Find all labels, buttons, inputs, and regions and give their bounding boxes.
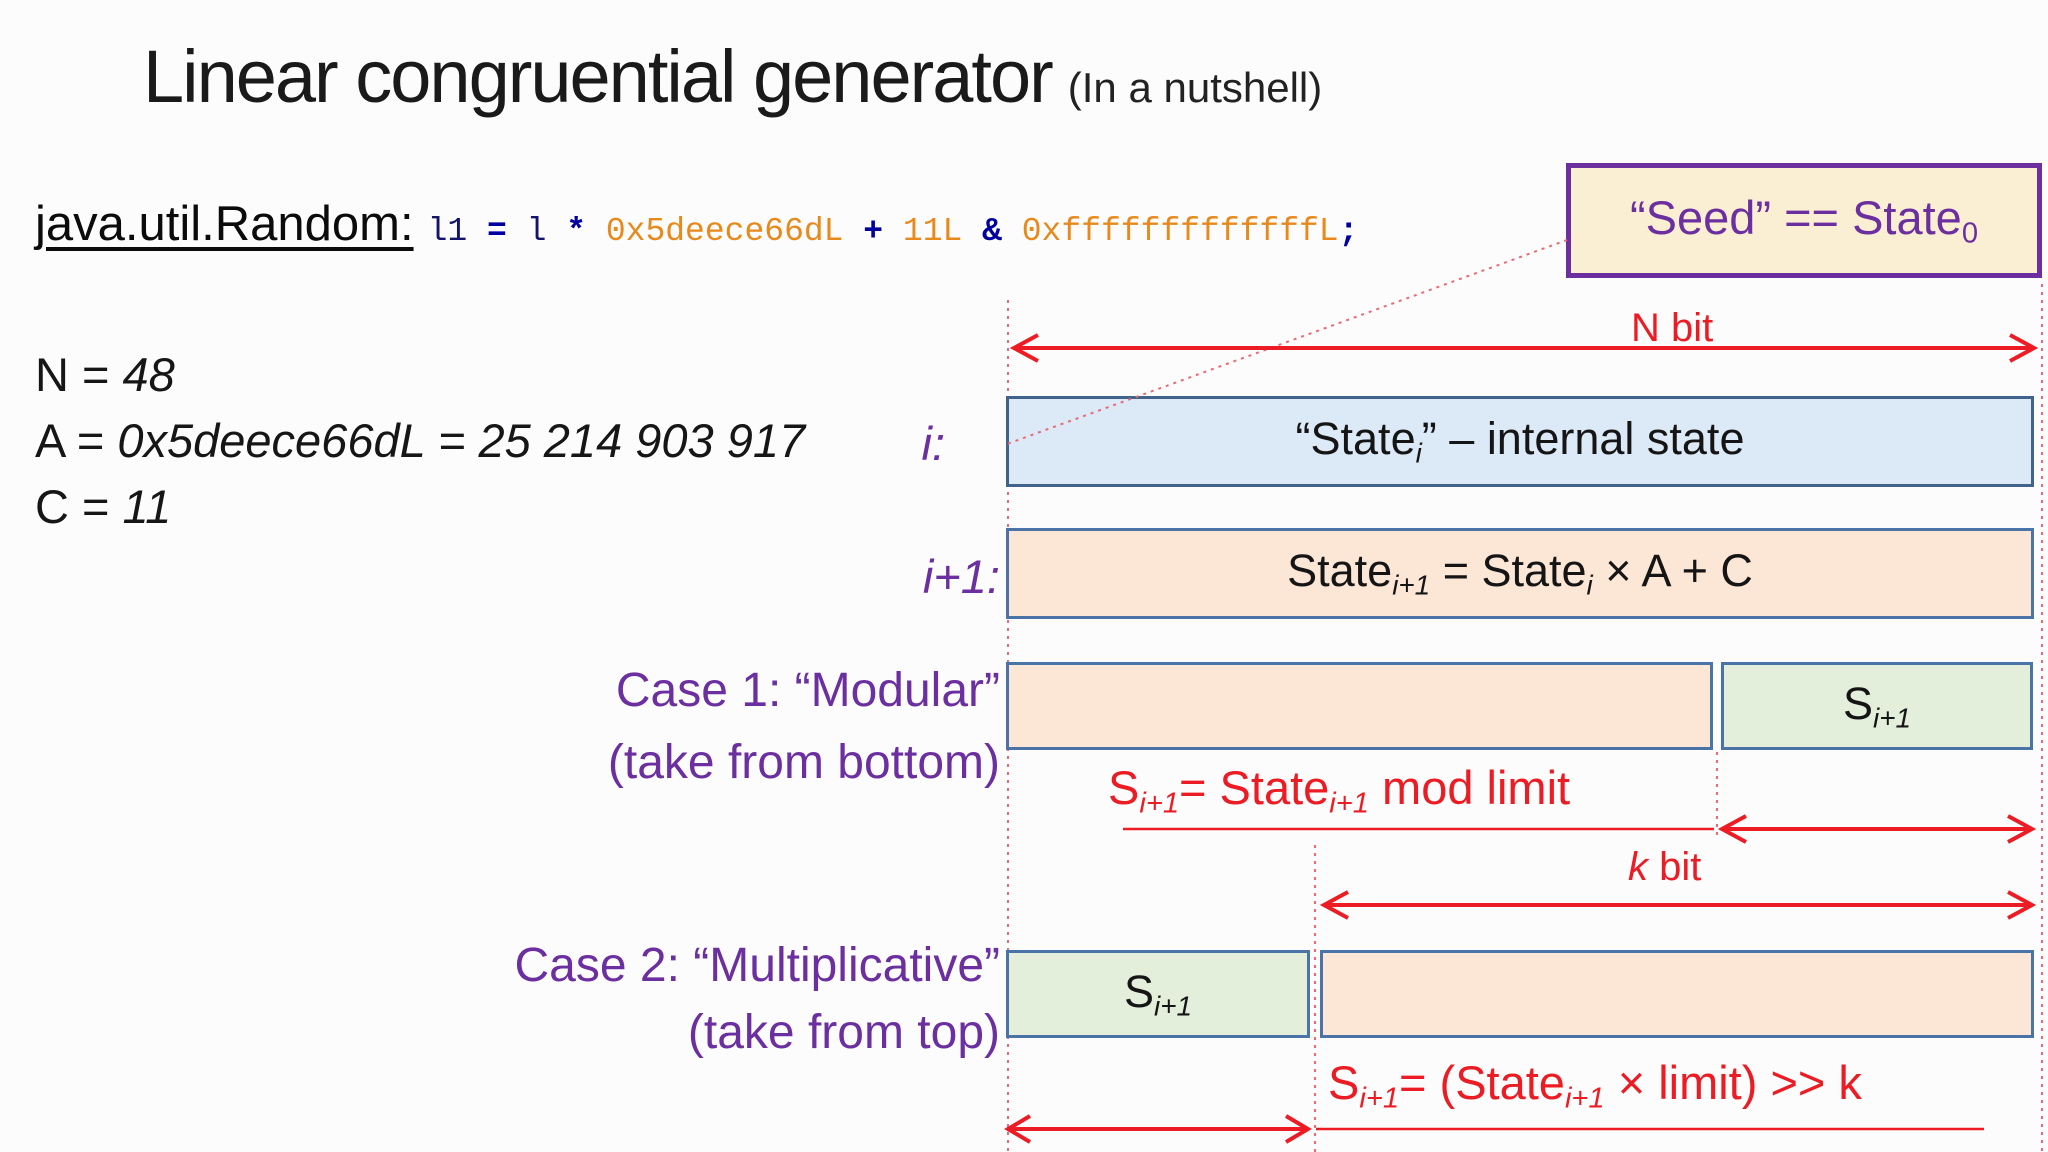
modular-formula: Si+1= Statei+1 mod limit (1108, 761, 1571, 820)
case1-output-label: Si+1 (1842, 677, 1911, 734)
code-token: * (546, 213, 606, 250)
page-title: Linear congruential generator (In a nutsh… (143, 34, 1322, 119)
k-bit-arrow (1319, 890, 2037, 920)
case2-label: Case 2: “Multiplicative” (take from top) (514, 939, 1000, 1059)
row-label-i: i: (921, 417, 946, 470)
state-update-formula: Statei+1 = Statei × A + C (1287, 545, 1753, 601)
code-token: = (467, 213, 527, 250)
code-token: + (843, 213, 903, 250)
slide-title: Linear congruential generator (143, 35, 1054, 118)
slide-subtitle: (In a nutshell) (1067, 64, 1323, 111)
seed-callout-box: “Seed” == State0 (1566, 163, 2042, 278)
row-label-i-plus-1: i+1: (922, 550, 1000, 603)
code-token: 0x5deece66dL (605, 213, 844, 250)
code-token: 0xfffffffffffffL (1021, 213, 1339, 250)
case2-output-label: Si+1 (1123, 965, 1192, 1022)
case1-output-box: Si+1 (1721, 662, 2033, 750)
parameter-list: N = 48 A = 0x5deece66dL = 25 214 903 917… (35, 342, 805, 540)
code-token: ; (1338, 213, 1359, 250)
param-line-a: A = 0x5deece66dL = 25 214 903 917 (35, 414, 806, 467)
java-code: l1 = l * 0x5deece66dL + 11L & 0xffffffff… (428, 213, 1359, 250)
java-random-label: java.util.Random: (35, 197, 414, 251)
param-line-n: N = 48 (35, 348, 175, 401)
code-token: 11L (902, 213, 963, 250)
param-line-c: C = 11 (35, 480, 172, 533)
state-update-box: Statei+1 = Statei × A + C (1006, 528, 2034, 619)
case1-discard-box (1006, 662, 1713, 750)
state-internal-label: “Statei” – internal state (1295, 413, 1745, 469)
code-token: & (962, 213, 1022, 250)
case2-discard-box (1320, 950, 2034, 1038)
multiplicative-formula: Si+1= (Statei+1 × limit) >> k (1328, 1056, 1862, 1115)
k-bit-label: k bit (1628, 845, 1702, 889)
code-token: l1 (427, 213, 468, 250)
state-internal-box: “Statei” – internal state (1006, 396, 2034, 487)
java-random-line: java.util.Random: l1 = l * 0x5deece66dL … (35, 196, 1358, 252)
modular-span-arrow (1717, 814, 2037, 844)
code-token: l (526, 213, 547, 250)
case2-output-box: Si+1 (1006, 950, 1310, 1038)
seed-callout-label: “Seed” == State0 (1629, 191, 1979, 250)
n-bit-label: N bit (1631, 306, 1714, 350)
seed-pointer-line (1006, 239, 1568, 445)
case1-label: Case 1: “Modular” (take from bottom) (607, 664, 1000, 789)
case2-span-arrow (1004, 1114, 1312, 1144)
n-bit-arrow (1009, 333, 2039, 363)
